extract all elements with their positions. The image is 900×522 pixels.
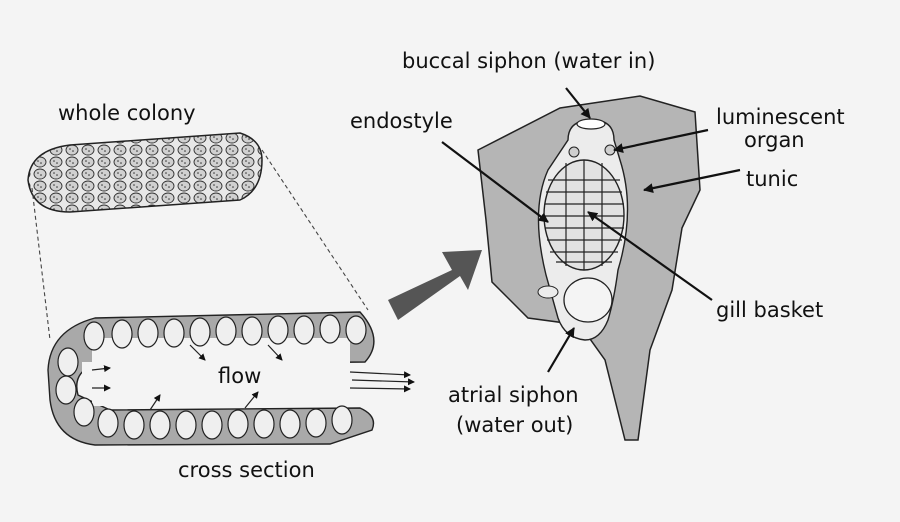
cross-section-illustration [47, 311, 415, 446]
whole-colony-illustration [27, 132, 263, 213]
label-tunic: tunic [746, 167, 798, 191]
zoom-lines [31, 149, 369, 341]
luminescent-organ-pointer [613, 128, 709, 154]
label-whole-colony: whole colony [58, 101, 196, 125]
label-flow: flow [218, 364, 261, 388]
pointer-arrows [441, 87, 741, 373]
buccal-siphon-pointer [565, 87, 591, 119]
big-arrow-icon [388, 250, 482, 320]
label-buccal-siphon: buccal siphon (water in) [402, 49, 655, 73]
label-gill-basket: gill basket [716, 298, 823, 322]
endostyle-pointer [441, 141, 549, 223]
label-atrial-siphon-line2: (water out) [456, 413, 573, 437]
zooid-illustration [477, 95, 701, 441]
label-atrial-siphon-line1: atrial siphon [448, 383, 579, 407]
gill-basket-pointer [587, 211, 713, 301]
label-luminescent-line2: organ [744, 128, 805, 152]
atrial-siphon-pointer [547, 327, 575, 373]
label-cross-section: cross section [178, 458, 315, 482]
tunic-pointer [643, 168, 741, 194]
label-luminescent-line1: luminescent [716, 105, 845, 129]
label-endostyle: endostyle [350, 109, 453, 133]
